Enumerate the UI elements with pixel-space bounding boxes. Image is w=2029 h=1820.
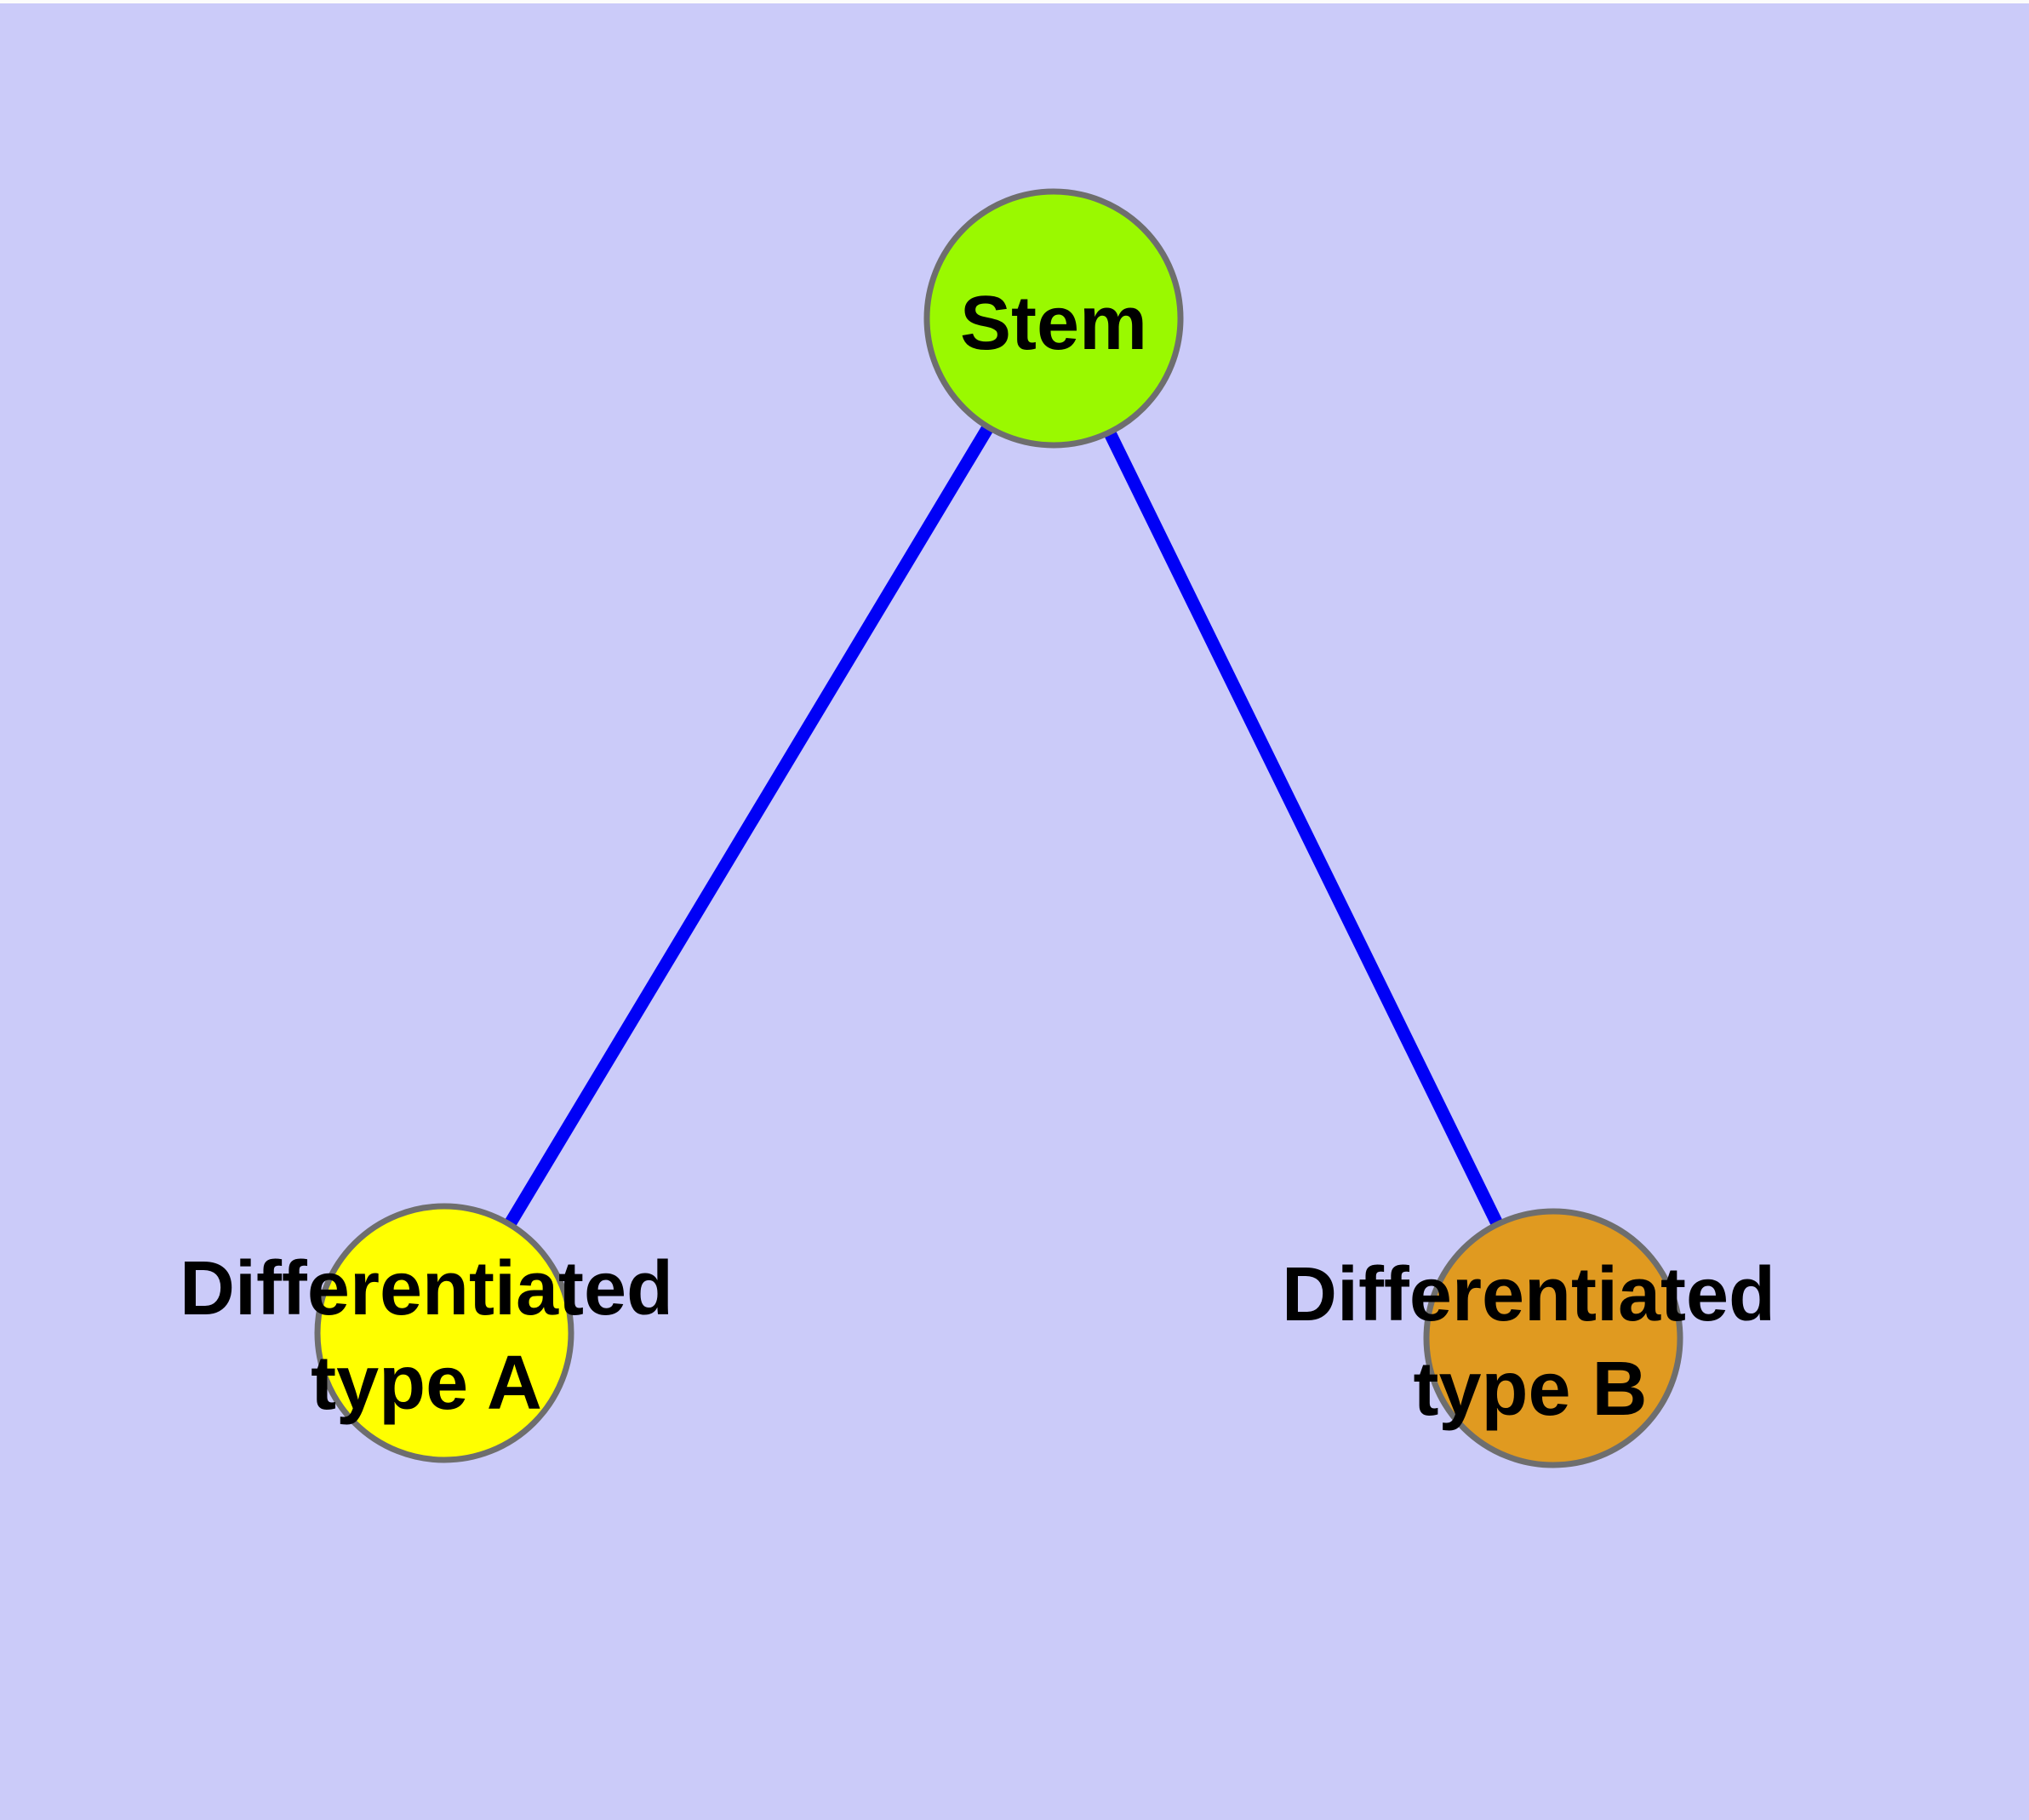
node-label-differentiated-type-a-line1: Differentiated: [180, 1246, 673, 1331]
node-differentiated-type-a: [314, 1203, 574, 1463]
node-label-differentiated-type-a-line2: type A: [311, 1341, 542, 1426]
node-label-stem-line1: Stem: [960, 281, 1147, 366]
edge-stem-to-differentiated-type-b: [1048, 315, 1559, 1342]
node-label-differentiated-type-b-line1: Differentiated: [1282, 1252, 1775, 1337]
nodes-layer: [314, 188, 1683, 1468]
top-margin-strip: [0, 0, 2029, 3]
node-label-differentiated-type-b-line2: type B: [1413, 1347, 1647, 1432]
edges-layer: [438, 315, 1559, 1342]
node-stem: [923, 188, 1184, 449]
edge-stem-to-differentiated-type-a: [438, 315, 1060, 1336]
node-differentiated-type-b: [1423, 1208, 1683, 1468]
